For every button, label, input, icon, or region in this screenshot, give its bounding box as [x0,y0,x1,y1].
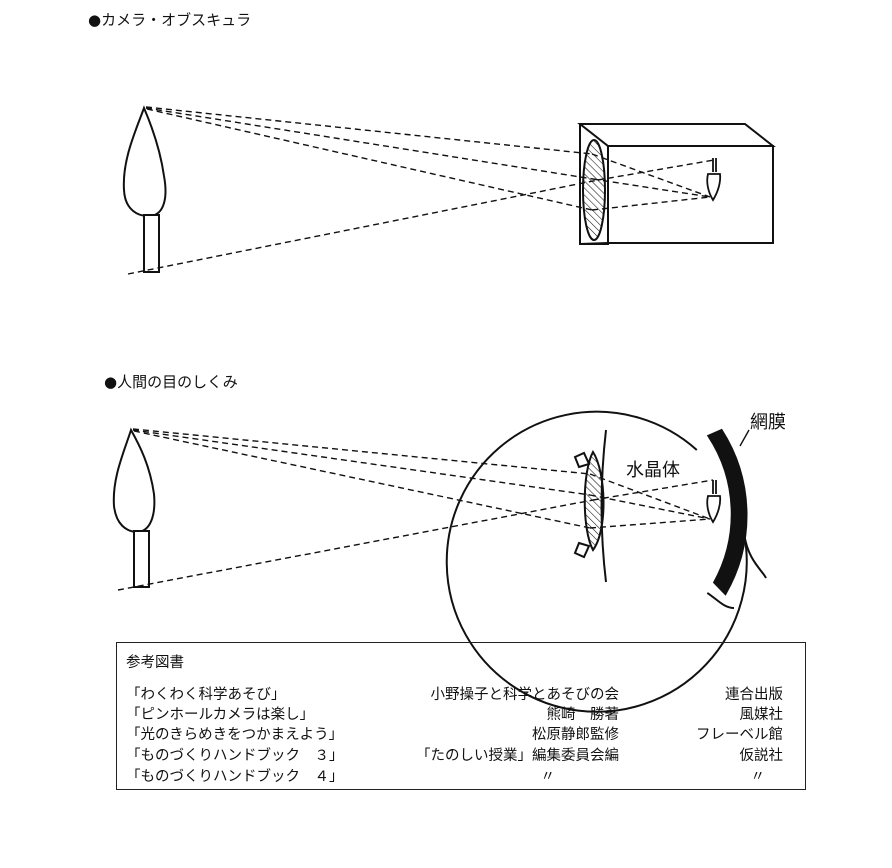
reference-book: 「光のきらめきをつかまえよう」 [126,727,344,743]
tree-object [112,427,156,588]
inverted-tree-image [706,158,722,202]
pinhole-lens [582,139,606,241]
reference-row: 「わくわく科学あそび」 小野操子と科学とあそびの会 連合出版 [117,683,805,703]
human-eye-heading: ●人間の目のしくみ [104,373,238,391]
reference-book: 「ものづくりハンドブック ４」 [126,769,344,785]
reference-row: 「ピンホールカメラは楽し」 熊崎 勝著 風媒社 [117,703,805,723]
retina-label: 網膜 [750,412,786,433]
reference-publisher: フレーベル館 [696,727,783,743]
camera-obscura-heading: ●カメラ・オブスキュラ [88,11,252,29]
retina-pointer [739,429,750,447]
reference-publisher: 仮説社 [739,748,784,764]
reference-author: 熊崎 勝著 [546,707,620,723]
reference-book: 「ものづくりハンドブック ３」 [126,748,344,764]
inverted-tree-image [706,480,722,524]
reference-author: 松原静郎監修 [532,727,619,743]
reference-row: 「光のきらめきをつかまえよう」 松原静郎監修 フレーベル館 [117,723,805,743]
reference-publisher: 連合出版 [725,687,783,703]
retina [706,428,748,596]
eye-light-rays [117,428,714,591]
lens-label: 水晶体 [626,460,680,481]
eyeball [445,410,767,713]
reference-book: 「わくわく科学あそび」 [126,687,286,703]
reference-row: 「ものづくりハンドブック ４」 〃 〃 [117,765,805,785]
reference-author: 「たのしい授業」編集委員会編 [416,748,619,764]
camera-obscura-diagram [122,105,776,275]
reference-author: 〃 [540,769,556,785]
reference-author: 小野操子と科学とあそびの会 [430,687,620,703]
reference-book: 「ピンホールカメラは楽し」 [126,707,315,723]
reference-publisher: 〃 [750,769,766,785]
human-eye-diagram: 水晶体 網膜 [112,410,786,713]
reference-row: 「ものづくりハンドブック ３」 「たのしい授業」編集委員会編 仮説社 [117,744,805,764]
camera-light-rays [127,106,715,275]
references-box: 参考図書 「わくわく科学あそび」 小野操子と科学とあそびの会 連合出版 「ピンホ… [116,642,806,790]
references-title: 参考図書 [126,655,184,671]
tree-object [122,105,167,273]
box-camera [577,123,776,245]
reference-publisher: 風媒社 [739,707,784,723]
crystalline-lens [583,450,605,552]
